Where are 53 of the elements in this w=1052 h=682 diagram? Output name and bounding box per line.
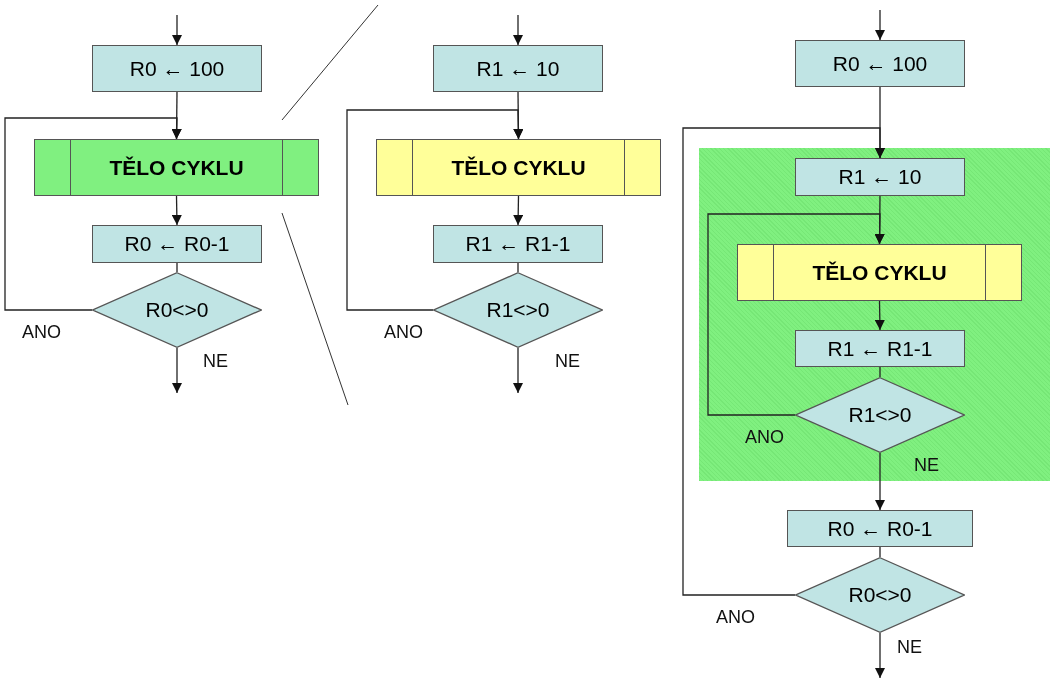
step-text: R1<>0 [486,298,550,322]
step-text: R1 ← R1-1 [827,336,933,361]
edge-label: NE [914,455,939,476]
step-text: R0 ← R0-1 [124,232,230,256]
process-box [92,225,262,263]
process-box [795,330,965,367]
step-text: R0 ← R0-1 [827,516,933,541]
subroutine-box [376,139,661,196]
arrow [172,14,182,46]
arrow [172,347,182,394]
step-text: R1 ← R1-1 [465,232,571,256]
arrow [346,109,524,311]
arrow [875,632,885,679]
step-text: R1 ← 10 [476,56,560,81]
edge-label: ANO [384,322,423,343]
arrow [513,195,524,226]
step-text: R0<>0 [848,583,912,607]
process-box [787,510,973,547]
step-text: R1 ← 10 [838,165,922,189]
decision-diamond [795,377,965,453]
process-box [795,158,965,196]
edge-label: NE [555,351,580,372]
step-text: R0 ← 100 [129,56,225,81]
edge-label: NE [897,637,922,658]
process-box [92,45,262,92]
step-text: R1<>0 [848,403,912,427]
step-text: R0<>0 [145,298,209,322]
arrow [513,14,523,46]
decision-diamond [92,272,262,348]
arrow [171,195,182,226]
process-box [433,45,603,92]
arrow [513,347,523,394]
subroutine-box [737,244,1022,301]
edge-label: ANO [22,322,61,343]
decision-diamond [433,272,603,348]
step-text: R0 ← 100 [832,51,928,76]
decision-diamond [795,557,965,633]
arrow [4,117,182,311]
arrow [682,127,885,596]
edge-label: ANO [716,607,755,628]
process-box [795,40,965,87]
process-box [433,225,603,263]
edge-label: NE [203,351,228,372]
step-text: TĚLO CYKLU [109,155,244,180]
edge-label: ANO [745,427,784,448]
loop-area [699,148,1050,481]
arrow [875,452,885,511]
subroutine-box [34,139,319,196]
arrow [874,300,885,331]
step-text: TĚLO CYKLU [812,260,947,285]
arrow [707,213,885,416]
step-text: TĚLO CYKLU [451,155,586,180]
arrow [875,9,885,41]
